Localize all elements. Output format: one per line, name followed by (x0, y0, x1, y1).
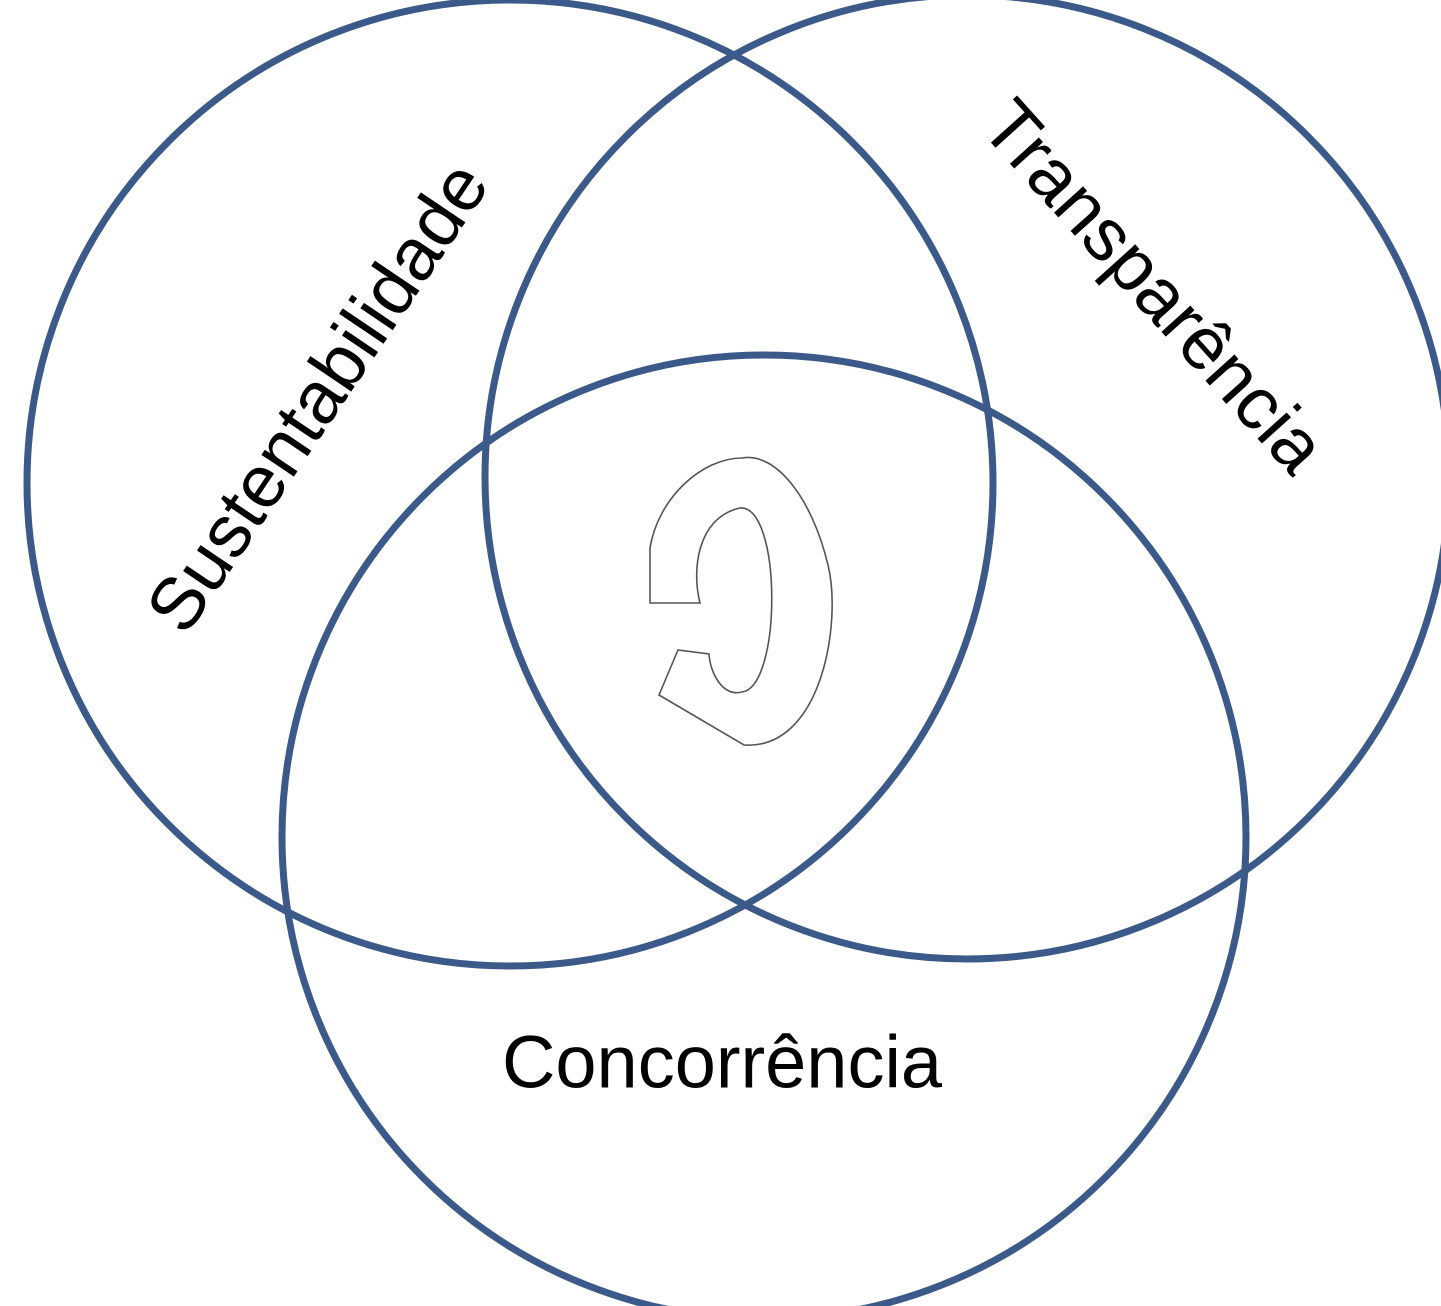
label-concorrencia: Concorrência (502, 1021, 943, 1104)
circle-concorrencia (278, 351, 1250, 1306)
circle-sustentabilidade (23, 0, 997, 970)
circular-arrow-icon (649, 456, 833, 746)
circle-transparencia (481, 0, 1441, 963)
label-sustentabilidade: Sustentabilidade (130, 147, 505, 647)
